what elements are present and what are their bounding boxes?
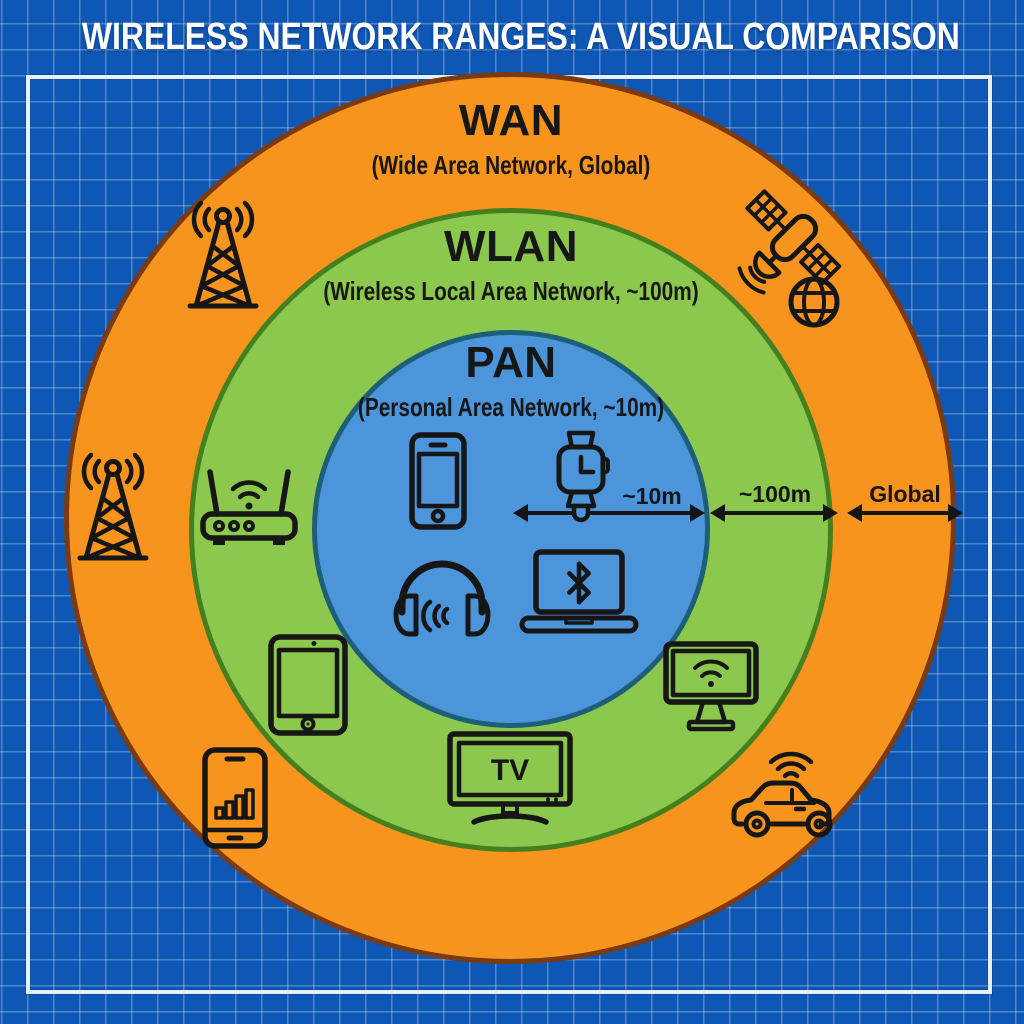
pan-subtitle: (Personal Area Network, ~10m) [357,392,665,422]
wan-subtitle: (Wide Area Network, Global) [371,150,651,180]
pan-name: PAN [465,338,557,387]
wifi-router-icon [200,469,298,545]
smart-tv-icon: TV [447,731,573,825]
smartphone-icon [409,432,467,530]
connected-car-icon [731,751,833,838]
wan-name: WAN [458,96,564,145]
wlan-name: WLAN [444,222,578,271]
wlan-subtitle: (Wireless Local Area Network, ~100m) [323,276,699,306]
wan-range-arrow [847,504,963,522]
wlan-label: WLAN (Wireless Local Area Network, ~100m… [276,222,745,306]
monitor-wifi-icon [663,641,759,732]
cell-tower-icon [187,200,259,309]
wlan-range-label: ~100m [738,481,812,507]
page-title: WIRELESS NETWORK RANGES: A VISUAL COMPAR… [81,16,960,58]
tablet-icon [268,634,348,736]
wlan-range-arrow [710,504,838,522]
pan-label: PAN (Personal Area Network, ~10m) [320,338,703,422]
laptop-bluetooth-icon [519,549,639,634]
tv-screen-label: TV [491,754,529,787]
wan-label: WAN (Wide Area Network, Global) [337,96,685,180]
wan-range-label: Global [869,481,941,507]
phone-signal-icon [202,747,268,849]
satellite-globe-icon [737,189,842,328]
pan-range-label: ~10m [622,483,682,509]
pan-range-arrow [513,504,705,522]
pan-circle [312,330,710,728]
headphones-icon [393,560,491,637]
smartwatch-icon [556,430,610,523]
cell-tower-2-icon [77,452,149,561]
